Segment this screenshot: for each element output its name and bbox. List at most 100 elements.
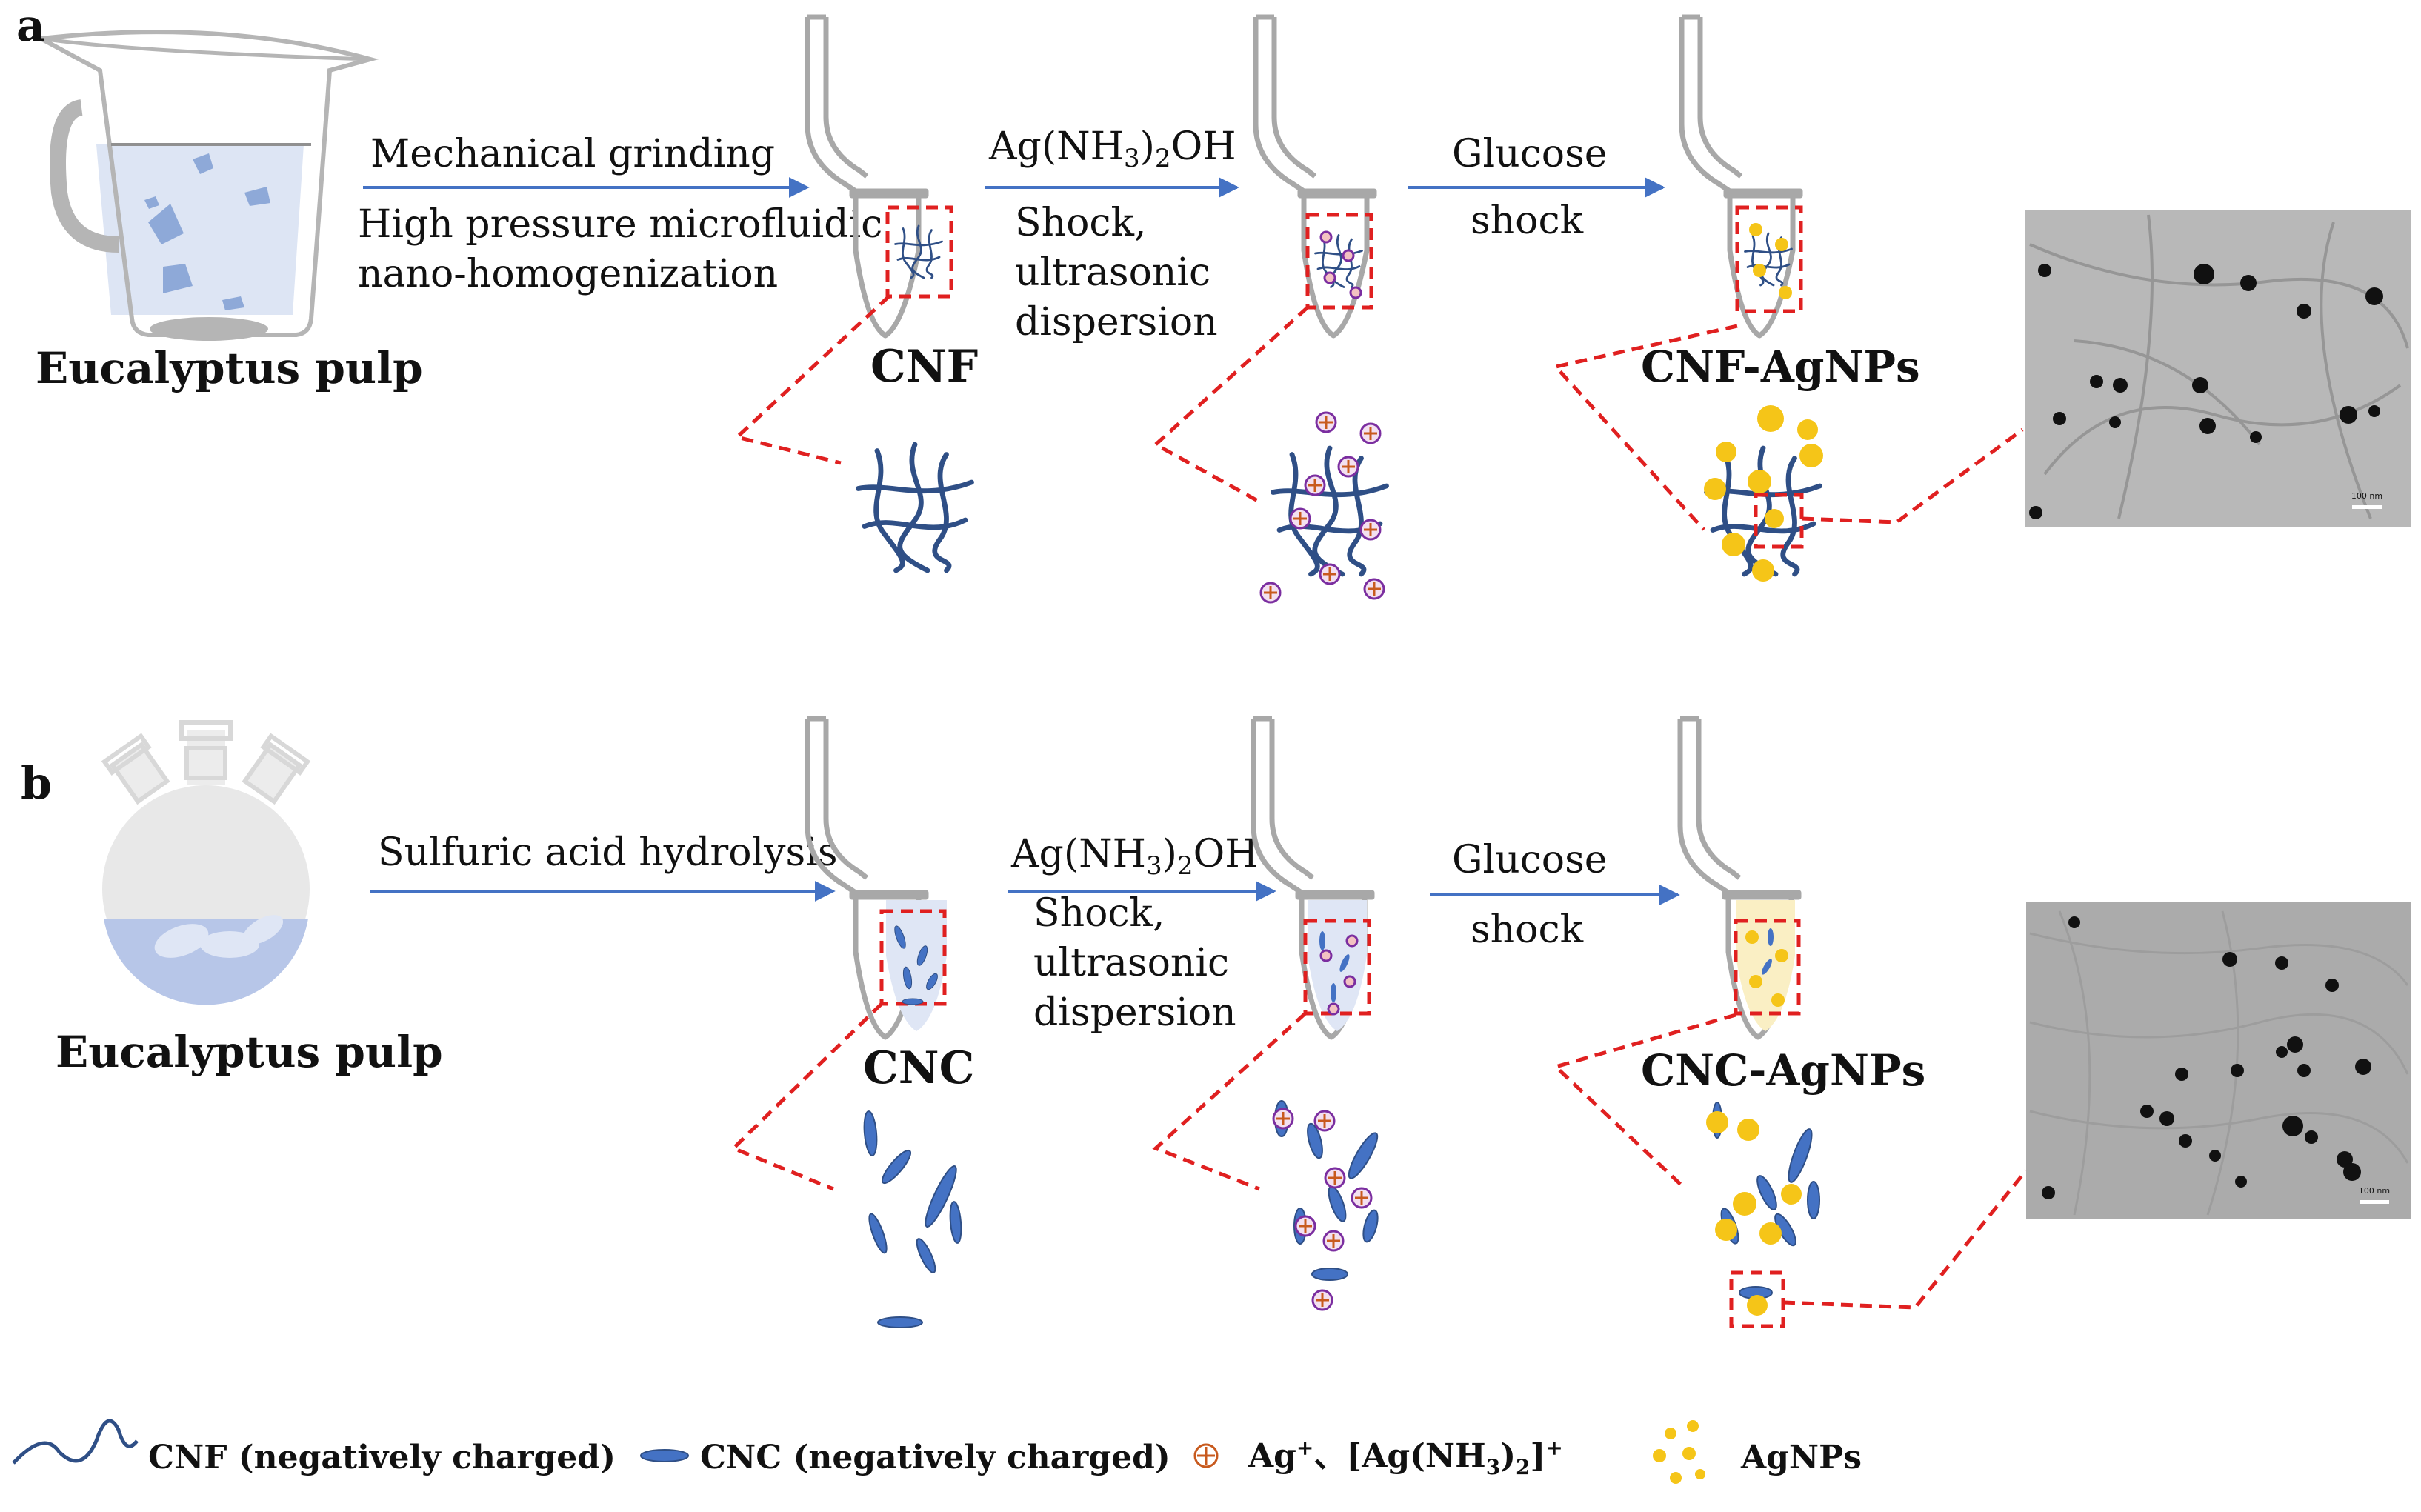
ag-ion-icon [1311,1289,1333,1311]
ag-ion-icon [1272,1108,1294,1130]
zoom-line-b2 [1152,1012,1307,1191]
cnc-crystal [1362,1209,1379,1243]
cnc-crystal [863,1110,878,1156]
cnc-crystal [877,1316,923,1328]
ag-ion-icon [1351,1187,1373,1209]
ag-ion-icon [1313,1110,1336,1132]
legend-ag-label: Ag+、[Ag(NH3)2]+ [1248,1436,1563,1479]
tem-particle [2250,431,2262,443]
cnc-crystal [1311,1268,1348,1281]
zoom-box-a1 [885,205,953,299]
beaker-icon [33,30,379,341]
tem-particle [2090,375,2103,388]
agnp-particle [1733,1192,1756,1216]
cnc-crystal [868,1213,888,1254]
tem-scale-b: 100 nm [2359,1186,2390,1196]
step2-text-b1: Shock, [1033,891,1165,936]
tem-particle [2343,1163,2361,1181]
tem-particle [2029,506,2042,519]
legend-agnps-label: AgNPs [1740,1439,1862,1476]
legend-cnc-icon [640,1449,689,1462]
panel-a: Eucalyptus pulp a Mechanical grinding Hi… [16,0,2411,604]
agnp-particle [1715,1219,1737,1241]
cnc-crystal [1328,1185,1347,1222]
source-label-a: Eucalyptus pulp [36,343,423,393]
ag-ion-icon [1359,519,1382,541]
flask-icon [101,720,311,1005]
panel-label-a: a [16,0,45,52]
ag-ion-icon [1304,474,1326,496]
cnf-fibers-a [859,444,972,570]
legend-cnf-icon [12,1419,139,1465]
step2-text-b3: dispersion [1033,990,1236,1035]
tem-particle [2368,405,2380,417]
zoom-line-a1 [733,295,890,465]
agnps-group-a [1704,405,1823,582]
agnp-particle [1781,1184,1802,1205]
step2-reagent-a: Ag(NH3)2OH [988,124,1236,173]
agnp-particle [1765,509,1784,528]
ag-ion-icon [1337,456,1359,478]
step3-text-b1: Glucose [1452,838,1608,882]
tem-particle [2192,377,2208,393]
agnp-particle [1797,419,1818,440]
ag-ion-icon [1315,411,1337,433]
agnp-particle [1716,442,1736,462]
ag-ion-group-a [1259,411,1385,604]
cnc-crystal [916,1238,936,1273]
step3-text-a1: Glucose [1452,132,1608,176]
ag-ion-icon [1289,507,1311,530]
cnc-crystal [925,1165,957,1228]
tem-particle [2113,378,2128,393]
tem-particle [2194,264,2214,284]
legend-cnc-label: CNC (negatively charged) [700,1439,1170,1476]
cnc-crystals [863,1110,962,1328]
ag-ion-icon [1324,1167,1346,1189]
step1-text-a1: Mechanical grinding [370,132,775,176]
product-label-b: CNC-AgNPs [1641,1045,1925,1096]
tube-icon-a1 [807,17,926,336]
product-label-a: CNF-AgNPs [1641,342,1920,392]
cnc-crystal [1307,1122,1323,1159]
tem-particle [2365,287,2383,305]
ag-ion-icon [1363,578,1385,600]
tem-image-a: 100 nm [2025,210,2411,527]
agnp-particle [1752,559,1774,582]
tem-image-b: 100 nm [2026,902,2411,1219]
material-label-b: CNC [863,1042,974,1094]
tem-particle [2287,1036,2303,1053]
panel-label-b: b [21,758,52,810]
step1-text-a3: nano-homogenization [358,252,778,296]
tem-particle [2068,916,2080,928]
cnc-crystal [1756,1175,1777,1210]
legend-agnps-icon [1653,1420,1705,1484]
zoom-box-b4 [1729,1270,1785,1328]
step2-text-a3: dispersion [1015,300,1218,344]
zoom-line-b3 [1552,1013,1736,1187]
agnp-particle [1737,1119,1759,1141]
material-label-a: CNF [870,341,978,393]
ag-ion-icon [1319,563,1341,585]
ag-ion-icon [1259,582,1282,604]
ag-ion-icon [1322,1230,1345,1252]
cnc-crystal [949,1201,962,1244]
step1-text-a2: High pressure microfluidic [358,202,882,247]
panel-b: b Eucalyptus pulp Sulfuric acid hydrolys… [21,719,2411,1328]
cnc-ag-ion-group [1272,1100,1379,1311]
tem-particle [2337,1151,2353,1168]
zoom-line-a2 [1152,306,1309,506]
step2-text-b2: ultrasonic [1033,941,1229,985]
zoom-line-a3 [1552,324,1738,531]
agnp-particle [1799,444,1823,467]
step2-text-a2: ultrasonic [1015,250,1210,295]
tem-particle [2222,952,2237,967]
legend: CNF (negatively charged) CNC (negatively… [12,1419,1862,1484]
cnc-agnps-group [1706,1102,1820,1316]
tem-particle [2209,1150,2221,1162]
cnc-crystal [1807,1181,1820,1219]
tem-particle [2053,412,2066,425]
source-label-b: Eucalyptus pulp [56,1027,443,1077]
tem-particle [2199,418,2216,434]
